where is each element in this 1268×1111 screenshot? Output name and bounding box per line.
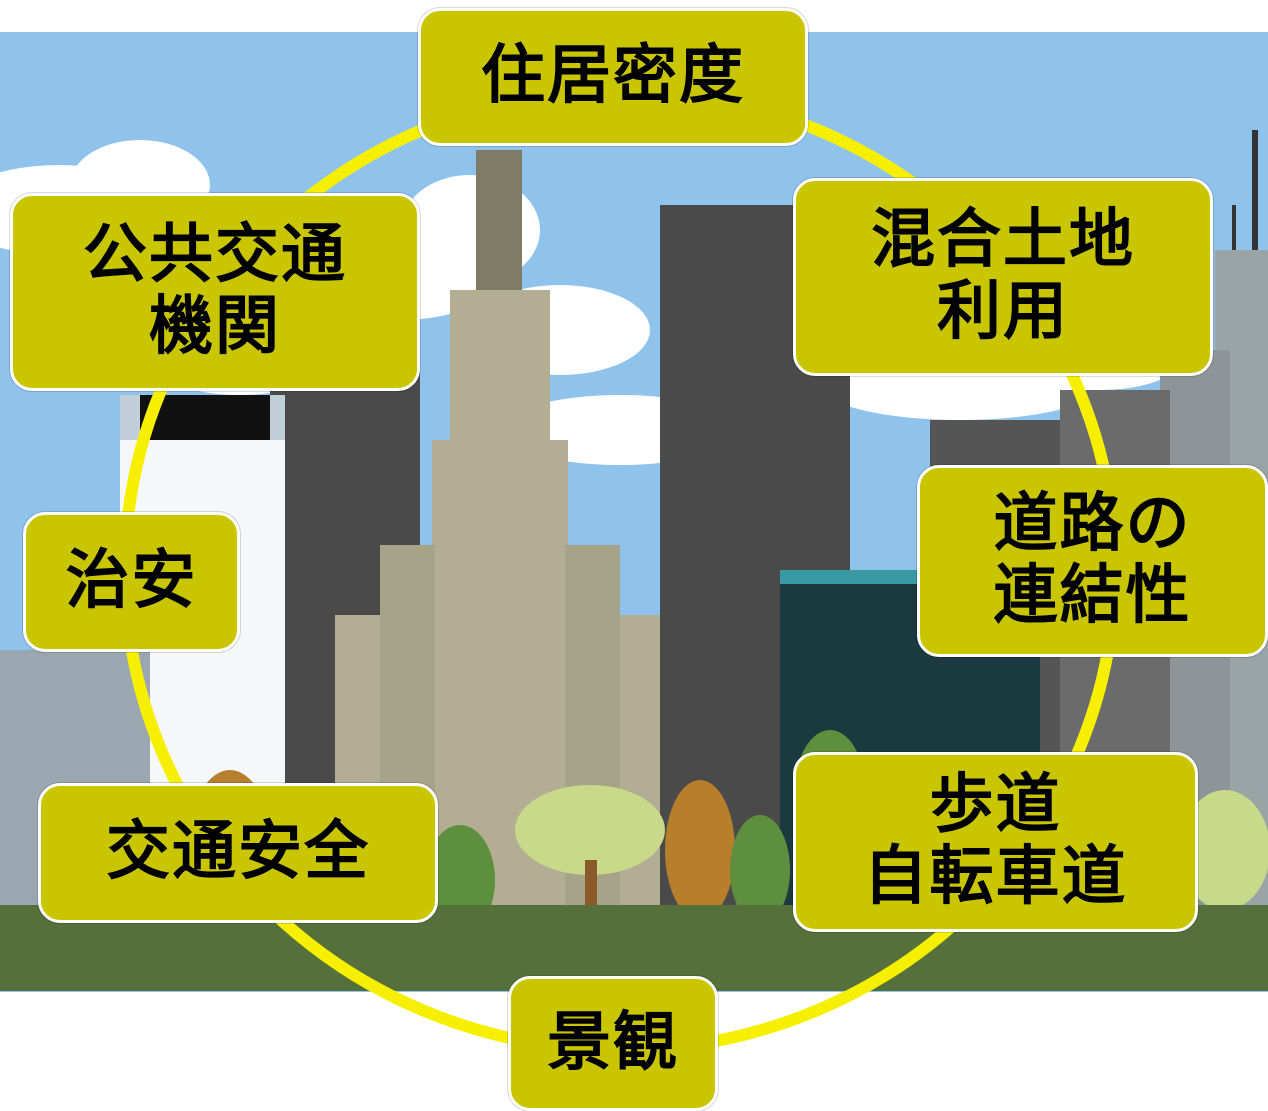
node-landscape: 景観	[508, 976, 718, 1111]
node-residential-density: 住居密度	[418, 8, 808, 146]
node-mixed-land-use: 混合土地 利用	[793, 178, 1213, 376]
node-public-transport: 公共交通 機関	[10, 193, 420, 391]
node-label: 景観	[547, 1005, 679, 1080]
node-label: 連結性	[993, 559, 1192, 633]
node-label: 機関	[149, 290, 281, 364]
node-label: 混合土地	[871, 203, 1135, 278]
node-public-safety: 治安	[23, 512, 240, 652]
node-label: 公共交通	[83, 218, 347, 293]
node-label: 歩道	[929, 768, 1062, 843]
node-sidewalk-bike-lane: 歩道 自転車道	[793, 752, 1198, 932]
node-label: 道路の	[993, 487, 1192, 562]
node-label: 利用	[937, 275, 1069, 349]
node-label: 交通安全	[106, 815, 370, 890]
node-label: 自転車道	[863, 840, 1128, 914]
node-road-connectivity: 道路の 連結性	[917, 465, 1268, 657]
node-label: 住居密度	[481, 39, 745, 114]
node-label: 治安	[65, 544, 198, 619]
node-traffic-safety: 交通安全	[38, 783, 438, 923]
